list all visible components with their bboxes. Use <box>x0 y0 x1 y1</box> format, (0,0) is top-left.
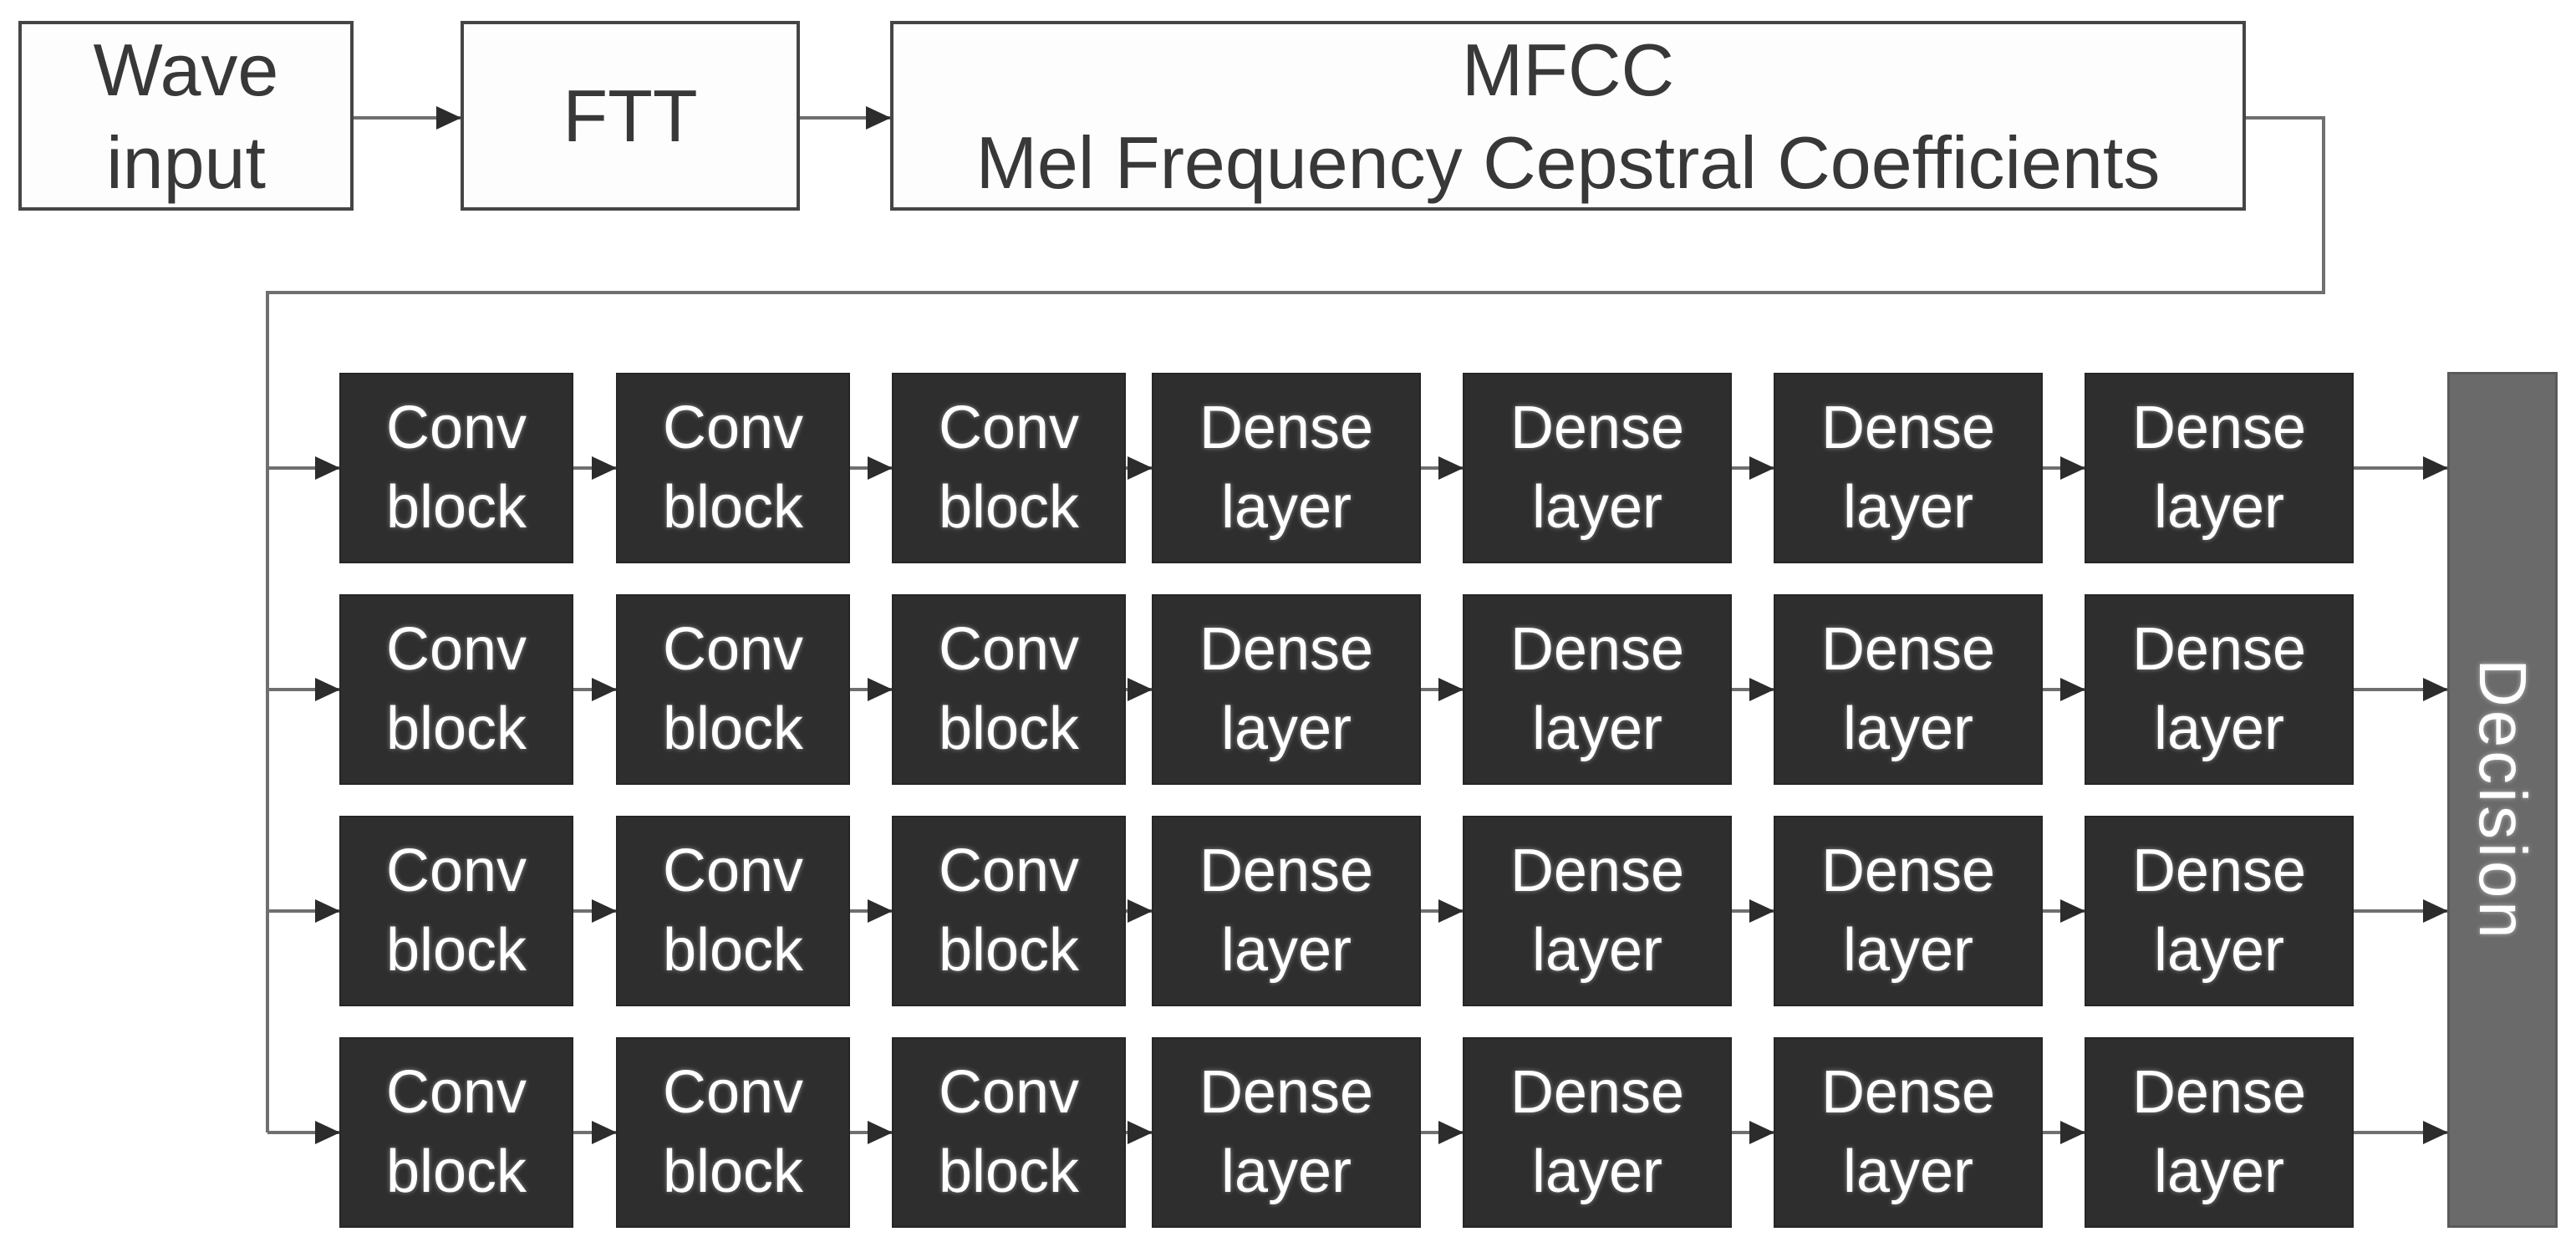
conv-block: Conv block <box>339 373 573 563</box>
mfcc-box: MFCC Mel Frequency Cepstral Coefficients <box>890 21 2246 211</box>
wave-input-box: Wave input <box>18 21 354 211</box>
dense-layer: Dense layer <box>1774 373 2043 563</box>
conv-block: Conv block <box>616 1037 850 1228</box>
dense-layer: Dense layer <box>2085 1037 2354 1228</box>
conv-block: Conv block <box>616 816 850 1006</box>
conv-block: Conv block <box>616 594 850 785</box>
row-branch-arrows <box>267 456 340 1144</box>
dense-layer: Dense layer <box>1463 373 1732 563</box>
dense-layer: Dense layer <box>1152 373 1421 563</box>
dense-layer: Dense layer <box>1774 816 2043 1006</box>
dense-layer: Dense layer <box>2085 594 2354 785</box>
dense-layer: Dense layer <box>1463 1037 1732 1228</box>
dense-layer: Dense layer <box>1463 594 1732 785</box>
dense-layer: Dense layer <box>1152 816 1421 1006</box>
decision-box: Decision <box>2447 372 2558 1228</box>
conv-block: Conv block <box>339 816 573 1006</box>
dense-layer: Dense layer <box>1463 816 1732 1006</box>
conv-block: Conv block <box>339 1037 573 1228</box>
conv-block: Conv block <box>339 594 573 785</box>
conv-block: Conv block <box>892 1037 1126 1228</box>
dense-layer: Dense layer <box>1152 1037 1421 1228</box>
conv-block: Conv block <box>892 373 1126 563</box>
dense-layer: Dense layer <box>2085 373 2354 563</box>
dense-layer: Dense layer <box>2085 816 2354 1006</box>
ftt-box: FTT <box>461 21 800 211</box>
dense-layer: Dense layer <box>1774 594 2043 785</box>
conv-block: Conv block <box>616 373 850 563</box>
dense-layer: Dense layer <box>1152 594 1421 785</box>
dense-layer: Dense layer <box>1774 1037 2043 1228</box>
conv-block: Conv block <box>892 594 1126 785</box>
conv-block: Conv block <box>892 816 1126 1006</box>
